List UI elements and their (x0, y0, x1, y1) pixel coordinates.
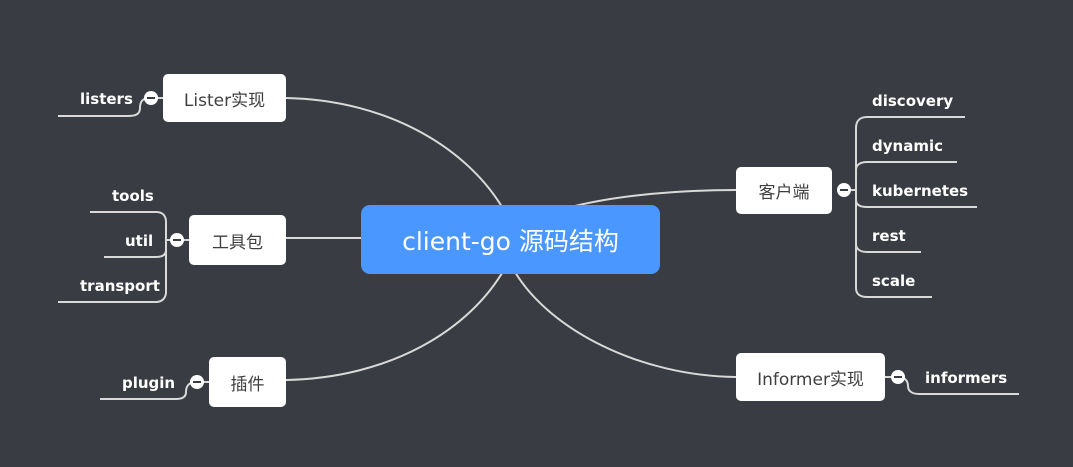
minus-circle-icon[interactable] (144, 91, 158, 105)
branch-informer-label: Informer实现 (757, 369, 864, 390)
leaf-rest[interactable]: rest (872, 227, 906, 245)
link-root-informer (514, 271, 737, 378)
leaf-informers[interactable]: informers (925, 369, 1008, 387)
branch-lister-label: Lister实现 (183, 90, 266, 111)
leaf-listers[interactable]: listers (80, 90, 133, 108)
link-client-dynamic (855, 161, 957, 175)
link-root-client (574, 189, 737, 207)
branch-client-label: 客户端 (758, 183, 810, 203)
leaf-tools[interactable]: tools (112, 187, 154, 205)
branch-plugin[interactable]: 插件 (209, 357, 286, 407)
minus-circle-icon[interactable] (837, 183, 851, 197)
link-tools-transport (58, 250, 167, 303)
branch-lister[interactable]: Lister实现 (163, 74, 286, 122)
minus-circle-icon[interactable] (891, 370, 905, 384)
branch-informer[interactable]: Informer实现 (736, 353, 885, 401)
link-root-lister (285, 97, 506, 213)
branch-client[interactable]: 客户端 (736, 167, 832, 214)
minus-circle-icon[interactable] (170, 233, 184, 247)
branch-tools[interactable]: 工具包 (189, 215, 286, 265)
leaf-scale[interactable]: scale (872, 272, 916, 290)
root-topic[interactable]: client-go 源码结构 (361, 205, 660, 274)
leaf-plugin[interactable]: plugin (122, 374, 176, 392)
link-root-plugin (285, 267, 506, 381)
leaf-util[interactable]: util (125, 232, 154, 250)
leaf-discovery[interactable]: discovery (872, 92, 954, 110)
leaf-transport[interactable]: transport (80, 277, 160, 295)
leaf-kubernetes[interactable]: kubernetes (872, 182, 969, 200)
link-client-discovery (843, 116, 965, 191)
branch-tools-label: 工具包 (212, 232, 263, 253)
root-topic-label: client-go 源码结构 (402, 226, 619, 256)
branch-plugin-label: 插件 (230, 374, 265, 395)
minus-circle-icon[interactable] (190, 375, 204, 389)
link-tools-tools (90, 211, 189, 241)
link-client-scale (855, 244, 932, 298)
leaf-dynamic[interactable]: dynamic (872, 137, 943, 155)
